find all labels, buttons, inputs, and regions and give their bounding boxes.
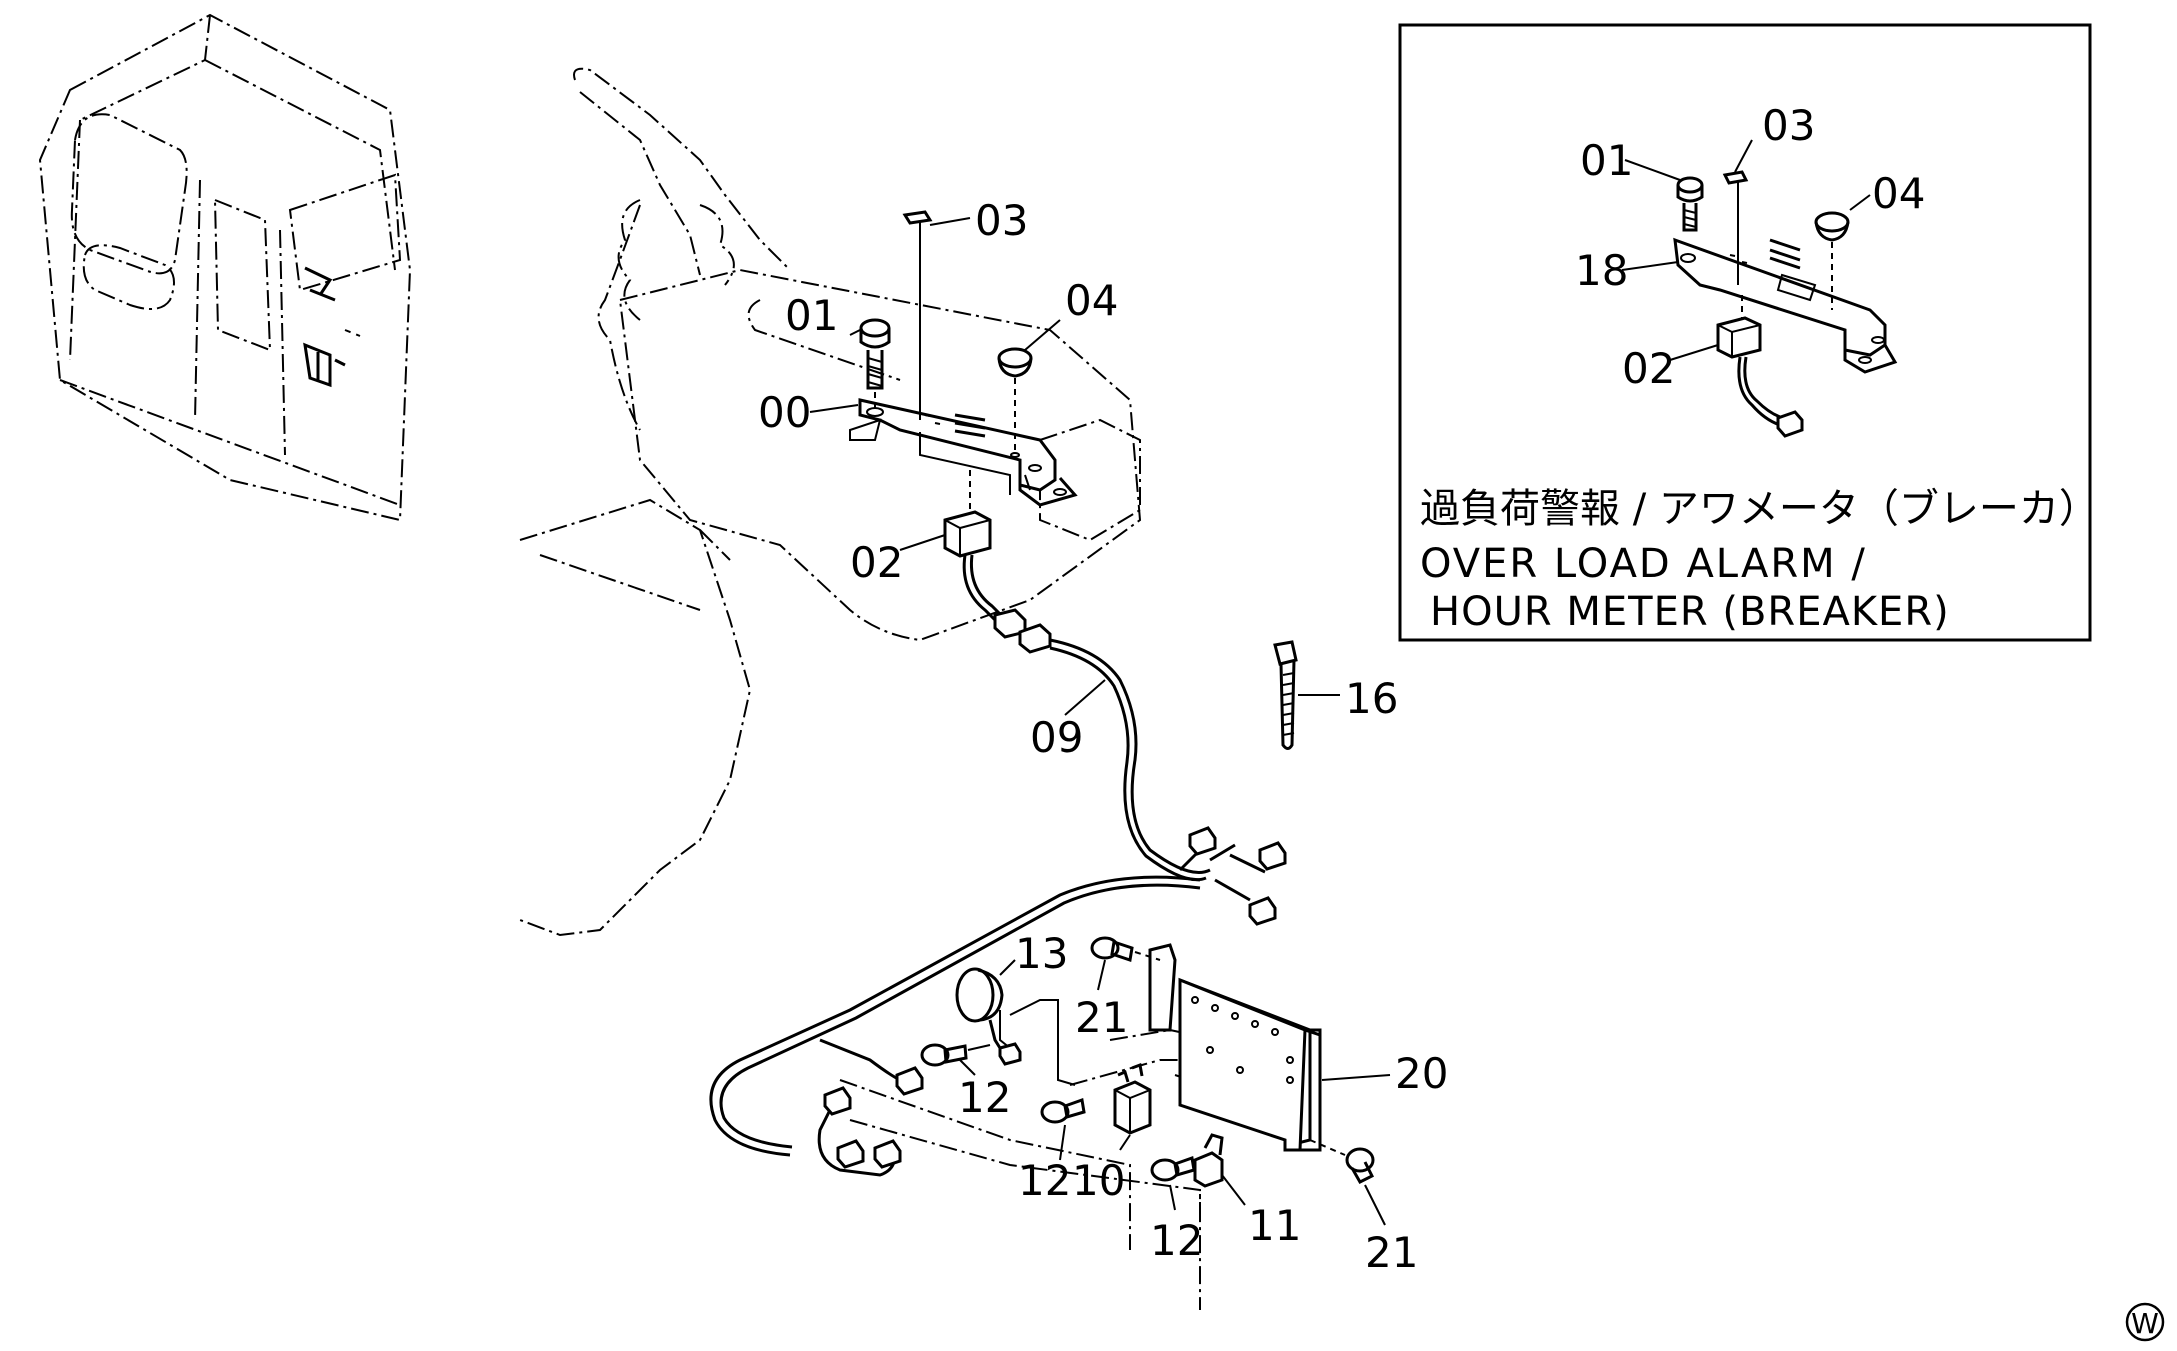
inset-caption-jp: 過負荷警報 / アワメータ（ブレーカ）: [1420, 486, 2099, 532]
label-13: 13: [1015, 929, 1068, 978]
inset-label-02: 02: [1622, 344, 1675, 393]
corner-mark: W: [2125, 1302, 2165, 1342]
label-11: 11: [1248, 1201, 1301, 1250]
main-bracket: [849, 398, 1078, 507]
label-20: 20: [1395, 1049, 1448, 1098]
label-main: [902, 210, 933, 420]
bolt-bottom: [1309, 1139, 1375, 1184]
label-12-a: 12: [958, 1073, 1011, 1122]
lower-harness: [709, 875, 1201, 1177]
inset-label-03: 03: [1762, 101, 1815, 150]
relay-small: [1193, 1133, 1224, 1188]
inset-caption-en-1: OVER LOAD ALARM /: [1420, 541, 1867, 587]
buzzer: [955, 967, 1076, 1086]
label-00: 00: [758, 388, 811, 437]
label-02-main: 02: [850, 538, 903, 587]
label-12-b: 12: [1018, 1156, 1071, 1205]
bolt-top: [1090, 936, 1161, 962]
label-10: 10: [1072, 1156, 1125, 1205]
inset-label-04: 04: [1872, 169, 1925, 218]
inset-label-01: 01: [1580, 136, 1633, 185]
bolt-main: [859, 318, 891, 412]
label-12-c: 12: [1150, 1216, 1203, 1265]
inset-label-18: 18: [1575, 246, 1628, 295]
label-21-bottom: 21: [1365, 1228, 1418, 1277]
inset-bolt: [1676, 176, 1704, 232]
corner-mark-letter: W: [2131, 1307, 2159, 1340]
label-21-top: 21: [1075, 993, 1128, 1042]
bolt-b: [1040, 1097, 1086, 1124]
label-04-main: 04: [1065, 276, 1118, 325]
bolt-c: [1150, 1155, 1196, 1182]
leader-lines: [809, 217, 1391, 1226]
switch-main: [943, 470, 992, 558]
label-09: 09: [1030, 713, 1083, 762]
inset-panel: 01 03 04 18 02 過負荷警報 / アワメータ（ブレーカ） OVER …: [1398, 23, 2099, 642]
label-03-main: 03: [975, 196, 1028, 245]
mounting-plate: [1148, 943, 1322, 1152]
relay: [1113, 1062, 1152, 1135]
cable-tie: [1273, 640, 1298, 750]
knob-main: [997, 347, 1033, 458]
wire-harness: [962, 554, 1287, 926]
bolt-a: [920, 1043, 991, 1067]
label-01-main: 01: [785, 291, 838, 340]
label-16: 16: [1345, 674, 1398, 723]
inset-caption-en-2: HOUR METER (BREAKER): [1430, 589, 1950, 635]
cab-outline: [38, 13, 412, 522]
